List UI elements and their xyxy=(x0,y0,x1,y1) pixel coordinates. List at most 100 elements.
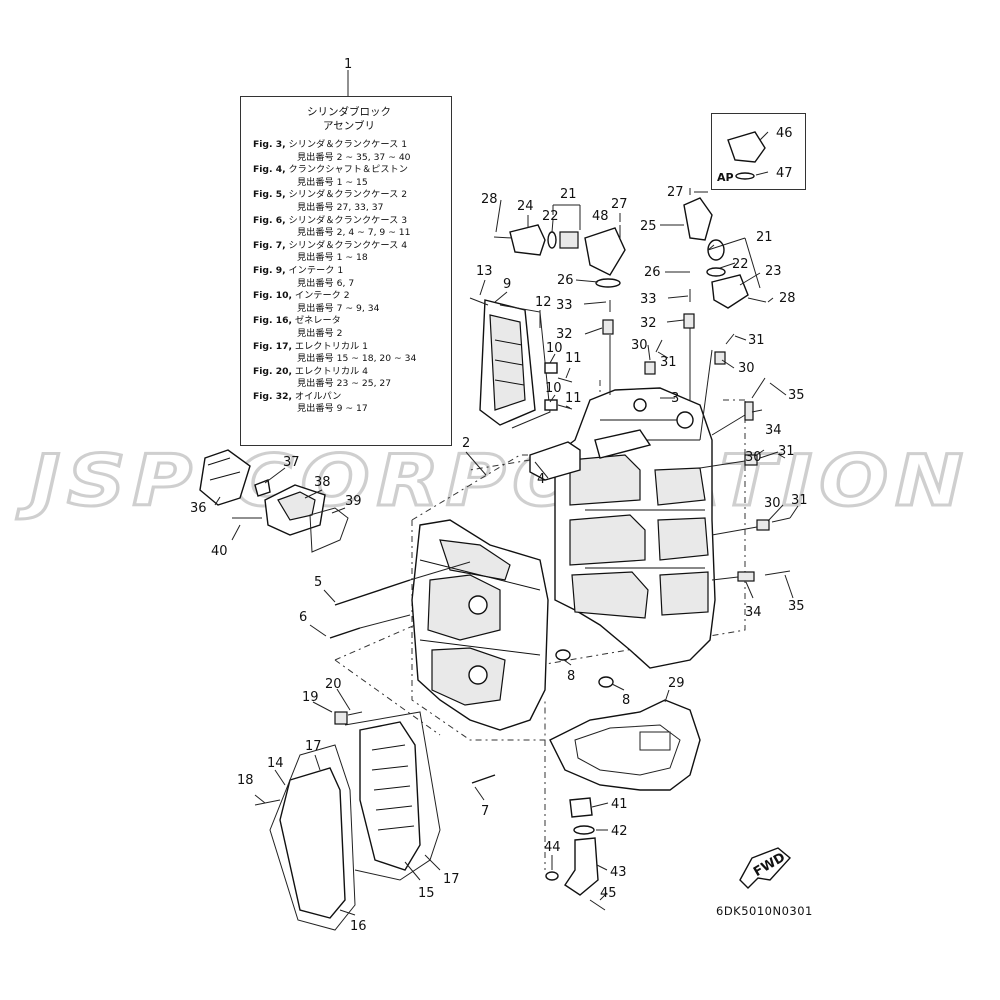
callout-18: 18 xyxy=(237,773,254,788)
callout-25: 25 xyxy=(640,219,657,234)
callout-21b: 21 xyxy=(756,230,773,245)
figure-number: Fig. 10, xyxy=(253,290,292,302)
callout-48: 48 xyxy=(592,209,609,224)
callout-30d: 30 xyxy=(764,496,781,511)
callout-30b: 30 xyxy=(738,361,755,376)
oil-pipe-parts xyxy=(545,797,606,911)
callout-43: 43 xyxy=(610,865,627,880)
callout-13: 13 xyxy=(476,264,493,279)
figure-row: Fig. 6, シリンダ＆クランクケース 3 xyxy=(253,215,445,228)
callout-33b: 33 xyxy=(640,292,657,307)
figure-number: Fig. 20, xyxy=(253,365,292,377)
oil-filter-parts xyxy=(199,449,349,553)
callout-1: 1 xyxy=(344,57,352,72)
drawing-code: 6DK5010N0301 xyxy=(716,904,813,918)
figure-ref-numbers: 見出番号 1 ~ 15 xyxy=(297,176,368,188)
figure-title: ゼネレータ xyxy=(294,315,341,327)
callout-36: 36 xyxy=(190,501,207,516)
callout-33a: 33 xyxy=(556,298,573,313)
callout-40: 40 xyxy=(211,544,228,559)
figure-row: Fig. 9, インテーク 1 xyxy=(253,265,445,278)
callout-37: 37 xyxy=(283,455,300,470)
callout-35b: 35 xyxy=(788,599,805,614)
callout-4: 4 xyxy=(537,472,545,487)
right-side-parts xyxy=(644,333,791,582)
intake-plate xyxy=(469,297,573,429)
callout-31b: 31 xyxy=(748,333,765,348)
callout-38: 38 xyxy=(314,475,331,490)
callout-7: 7 xyxy=(481,804,489,819)
bolts xyxy=(329,561,496,784)
callout-47: 47 xyxy=(776,166,793,181)
callout-31c: 31 xyxy=(778,444,795,459)
fwd-arrow: FWD xyxy=(739,847,792,889)
callout-11b: 11 xyxy=(565,391,582,406)
figure-ref-numbers: 見出番号 2 xyxy=(297,327,343,339)
figure-row: Fig. 5, シリンダ＆クランクケース 2 xyxy=(253,189,445,202)
figure-ref-numbers: 見出番号 23 ~ 25, 27 xyxy=(297,378,392,390)
callout-44: 44 xyxy=(544,840,561,855)
callout-26a: 26 xyxy=(557,273,574,288)
callout-32b: 32 xyxy=(640,316,657,331)
figure-row: Fig. 17, エレクトリカル 1 xyxy=(253,341,445,354)
callout-5: 5 xyxy=(314,575,322,590)
leader-lines xyxy=(214,70,799,916)
callout-24: 24 xyxy=(517,199,534,214)
callout-17a: 17 xyxy=(305,739,322,754)
figure-number: Fig. 7, xyxy=(253,239,286,251)
figure-ref-numbers: 見出番号 9 ~ 17 xyxy=(297,403,368,415)
callout-22b: 22 xyxy=(732,257,749,272)
callout-14: 14 xyxy=(267,756,284,771)
note-title-line2: アセンブリ xyxy=(323,120,375,132)
callout-41: 41 xyxy=(611,797,628,812)
figure-number: Fig. 4, xyxy=(253,164,286,176)
figure-title: シリンダ＆クランクケース 4 xyxy=(288,239,408,251)
exhaust-cover xyxy=(254,711,441,931)
ap-label: AP xyxy=(717,171,734,184)
callout-28b: 28 xyxy=(779,291,796,306)
callout-27a: 27 xyxy=(611,197,628,212)
ap-detail-box: AP 46 47 xyxy=(711,113,806,190)
callout-34a: 34 xyxy=(765,423,782,438)
figure-number: Fig. 9, xyxy=(253,264,286,276)
callout-8b: 8 xyxy=(622,693,630,708)
figure-row: Fig. 7, シリンダ＆クランクケース 4 xyxy=(253,240,445,253)
figure-title: エレクトリカル 1 xyxy=(294,340,368,352)
callout-9: 9 xyxy=(503,277,511,292)
callout-22a: 22 xyxy=(542,209,559,224)
figure-ref-numbers: 見出番号 1 ~ 18 xyxy=(297,252,368,264)
figure-title: シリンダ＆クランクケース 1 xyxy=(288,139,408,150)
figure-title: エレクトリカル 4 xyxy=(294,365,368,377)
figure-row: Fig. 4, クランクシャフト＆ピストン xyxy=(253,164,445,177)
figure-number: Fig. 16, xyxy=(253,315,292,327)
callout-2: 2 xyxy=(462,436,470,451)
figure-ref-numbers: 見出番号 2, 4 ~ 7, 9 ~ 11 xyxy=(297,227,411,239)
callout-30c: 30 xyxy=(745,450,762,465)
callout-34b: 34 xyxy=(745,605,762,620)
callout-45: 45 xyxy=(600,886,617,901)
figure-ref-numbers: 見出番号 7 ~ 9, 34 xyxy=(297,302,380,314)
callout-32a: 32 xyxy=(556,327,573,342)
figure-row: Fig. 16, ゼネレータ xyxy=(253,315,445,328)
figure-number: Fig. 5, xyxy=(253,189,286,201)
figure-title: インテーク 2 xyxy=(294,290,350,302)
callout-10a: 10 xyxy=(546,341,563,356)
callout-11a: 11 xyxy=(565,351,582,366)
figure-title: インテーク 1 xyxy=(288,264,344,276)
note-title-line1: シリンダブロック xyxy=(307,106,391,118)
figure-title: シリンダ＆クランクケース 2 xyxy=(288,189,408,201)
callout-8a: 8 xyxy=(567,669,575,684)
figure-title: クランクシャフト＆ピストン xyxy=(288,164,408,176)
callout-numbers: 1 2 3 4 5 6 7 8 8 9 10 10 11 11 12 13 14… xyxy=(190,57,808,934)
figure-ref-numbers: 見出番号 27, 33, 37 xyxy=(297,201,384,213)
figure-ref-numbers: 見出番号 15 ~ 18, 20 ~ 34 xyxy=(297,353,417,365)
callout-28a: 28 xyxy=(481,192,498,207)
callout-20: 20 xyxy=(325,677,342,692)
callout-30a: 30 xyxy=(631,338,648,353)
callout-12: 12 xyxy=(535,295,552,310)
figure-number: Fig. 3, xyxy=(253,139,286,150)
crankcase xyxy=(411,519,549,731)
assembly-note-box: シリンダブロック アセンブリ Fig. 3, シリンダ＆クランクケース 1 見出番… xyxy=(240,96,452,446)
